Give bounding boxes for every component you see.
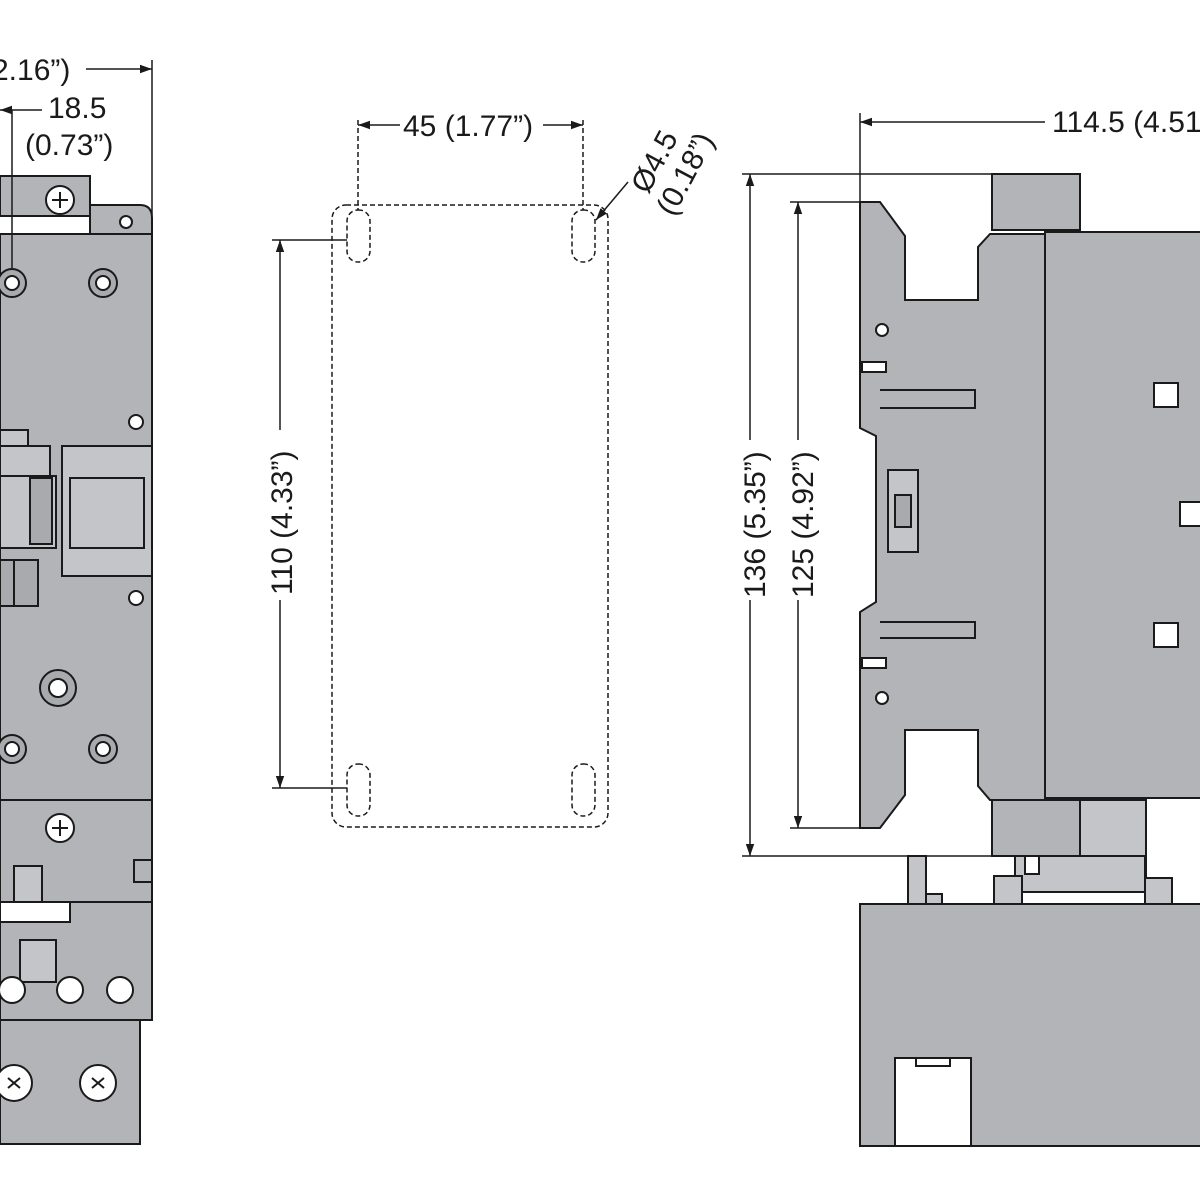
template-h-spacing-label: 45 (1.77”) <box>403 110 533 143</box>
front-terminal-holes-top <box>0 268 118 298</box>
front-top-tab <box>0 175 91 217</box>
side-indicator-2 <box>1179 501 1200 527</box>
side-relay-slot <box>894 1057 972 1147</box>
side-height-body-label: 125 (4.92”) <box>787 451 820 598</box>
front-dimensions: 2.16”) 18.5 (0.73”) <box>0 54 153 268</box>
front-width-label: 2.16”) <box>0 54 70 87</box>
side-indicator-3 <box>1153 622 1179 648</box>
side-depth-label: 114.5 (4.51 <box>1052 106 1200 139</box>
side-bottom-cap <box>991 799 1081 857</box>
side-indicator-1 <box>1153 382 1179 408</box>
side-dimensions: 114.5 (4.51 136 (5.35”) 125 (4.92”) <box>739 106 1200 857</box>
front-center-screw <box>39 669 77 707</box>
front-lower-ear <box>133 859 153 883</box>
side-base-profile <box>859 201 1046 829</box>
side-top-cap <box>991 173 1081 231</box>
mounting-slots <box>346 209 596 817</box>
template-outline <box>331 204 609 828</box>
side-slot-lower <box>880 621 976 639</box>
front-screw-top <box>45 185 75 215</box>
side-front-block <box>1044 231 1200 799</box>
front-screw-bottom <box>45 813 75 843</box>
side-view: 114.5 (4.51 136 (5.35”) 125 (4.92”) <box>739 106 1200 1147</box>
side-hole-upper <box>875 323 889 337</box>
side-hole-lower <box>875 691 889 705</box>
template-v-spacing-label: 110 (4.33”) <box>266 450 299 595</box>
side-height-overall-label: 136 (5.35”) <box>739 451 772 598</box>
side-notch-upper <box>861 361 887 373</box>
front-aux-block <box>0 414 153 607</box>
front-terminal-holes-bottom <box>0 734 118 764</box>
front-thermal-relay <box>0 865 153 1145</box>
mounting-template: 45 (1.77”) Ø4.5 (0.18”) 110 (4.33”) <box>266 110 721 828</box>
front-offset-inch-label: (0.73”) <box>25 129 113 162</box>
front-view: 2.16”) 18.5 (0.73”) <box>0 54 153 1145</box>
side-notch-lower <box>861 657 887 669</box>
front-offset-label: 18.5 <box>48 92 106 125</box>
side-slot-upper <box>880 389 976 409</box>
front-ear-hole <box>119 215 133 229</box>
